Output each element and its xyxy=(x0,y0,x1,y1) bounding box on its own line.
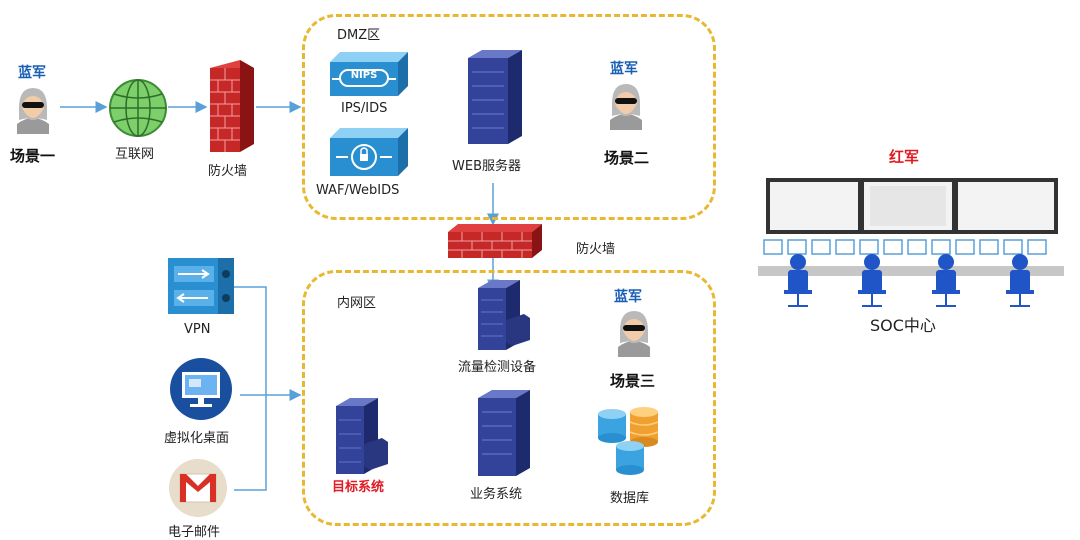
database-icon xyxy=(598,407,659,475)
monitor-icon xyxy=(170,358,232,420)
firewall-icon xyxy=(210,60,254,152)
red-team-label: 红军 xyxy=(889,148,920,166)
database-label: 数据库 xyxy=(610,491,650,506)
link-email xyxy=(234,395,267,491)
waf-device-icon xyxy=(330,128,408,176)
globe-icon xyxy=(109,79,167,137)
firewall-mid-label: 防火墙 xyxy=(576,242,616,257)
waf-label: WAF/WebIDS xyxy=(316,183,400,198)
traffic-detector-icon xyxy=(478,280,530,350)
firewall-left-label: 防火墙 xyxy=(208,164,248,179)
hacker-icon xyxy=(17,88,49,134)
scenario3-team: 蓝军 xyxy=(614,289,642,305)
hacker-icon xyxy=(610,84,642,130)
internet-label: 互联网 xyxy=(115,147,155,162)
scenario2-team: 蓝军 xyxy=(610,61,638,77)
scenario1-name: 场景一 xyxy=(10,147,56,165)
vdesktop-label: 虚拟化桌面 xyxy=(164,431,230,446)
link-vpn xyxy=(234,286,267,395)
dmz-zone xyxy=(302,14,716,220)
scenario2-name: 场景二 xyxy=(604,149,650,167)
target-server-icon xyxy=(336,398,388,474)
vpn-device-icon xyxy=(168,258,234,314)
web-server-icon xyxy=(468,50,522,144)
ips-label: IPS/IDS xyxy=(341,101,388,116)
email-icon xyxy=(169,459,227,517)
web-server-label: WEB服务器 xyxy=(452,159,521,174)
scenario1-team: 蓝军 xyxy=(18,65,46,81)
ips-device-icon xyxy=(330,52,408,96)
firewall-icon xyxy=(448,224,542,258)
traffic-label: 流量检测设备 xyxy=(458,360,537,375)
dmz-zone-label: DMZ区 xyxy=(337,28,381,43)
email-label: 电子邮件 xyxy=(168,525,221,540)
hacker-icon xyxy=(618,311,650,357)
intranet-zone xyxy=(302,270,716,526)
intranet-zone-label: 内网区 xyxy=(337,296,377,311)
soc-center-label: SOC中心 xyxy=(870,316,936,335)
business-server-icon xyxy=(478,390,530,476)
target-system-label: 目标系统 xyxy=(332,480,385,495)
vpn-label: VPN xyxy=(184,322,211,337)
ips-badge: NIPS xyxy=(350,70,378,81)
soc-center-icon xyxy=(758,178,1064,307)
business-system-label: 业务系统 xyxy=(470,487,523,502)
scenario3-name: 场景三 xyxy=(610,372,656,390)
